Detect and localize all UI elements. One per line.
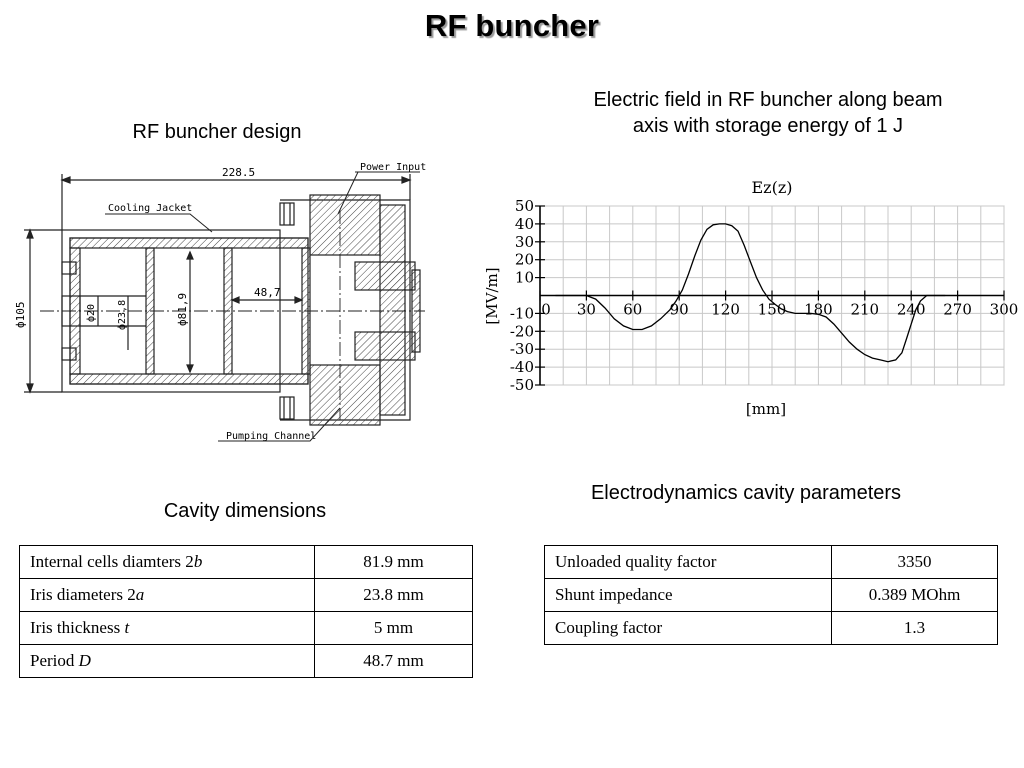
y-tick-label: -30 <box>510 340 534 358</box>
chart-series <box>555 223 946 363</box>
y-tick-label: 10 <box>515 269 534 287</box>
x-tick-label: 150 <box>758 301 787 319</box>
y-tick-label: 30 <box>515 233 534 251</box>
y-tick-label: -20 <box>510 322 534 340</box>
field-plot-caption-line1: Electric field in RF buncher along beam <box>593 89 943 111</box>
y-tick-label: 40 <box>515 215 534 233</box>
table-cell-value: 48.7 mm <box>314 644 473 678</box>
x-tick-label: 180 <box>804 301 833 319</box>
table-cell-value: 3350 <box>831 545 998 579</box>
x-tick-label: 270 <box>943 301 972 319</box>
power-input-label: Power Input <box>360 162 426 173</box>
x-tick-label: 0 <box>541 301 551 319</box>
field-plot-caption: Electric field in RF buncher along beam … <box>556 87 980 139</box>
table-cell-label: Unloaded quality factor <box>544 545 832 579</box>
period-label: 48,7 <box>254 286 281 299</box>
table-row: Unloaded quality factor 3350 <box>544 545 998 579</box>
parameters-caption: Electrodynamics cavity parameters <box>590 482 902 504</box>
table-cell-value: 81.9 mm <box>314 545 473 579</box>
table-cell-label: Coupling factor <box>544 611 832 645</box>
table-cell-label: Iris thickness t <box>19 611 315 645</box>
table-row: Iris thickness t 5 mm <box>19 611 473 645</box>
pumping-channel-label: Pumping Channel <box>226 431 316 442</box>
chart-title: Ez(z) <box>751 178 792 197</box>
table-cell-label: Iris diameters 2a <box>19 578 315 612</box>
y-tick-label: 20 <box>515 251 534 269</box>
cavity-parameters-table: Unloaded quality factor 3350 Shunt imped… <box>544 545 998 645</box>
table-row: Iris diameters 2a 23.8 mm <box>19 578 473 612</box>
field-plot-caption-line2: axis with storage energy of 1 J <box>632 115 904 137</box>
cell-diameter-label: ф81,9 <box>176 293 189 326</box>
x-tick-label: 240 <box>897 301 926 319</box>
iris-diameter-label: ф23,8 <box>116 300 128 330</box>
y-tick-label: -50 <box>510 376 534 394</box>
x-tick-label: 90 <box>670 301 689 319</box>
table-cell-label: Period D <box>19 644 315 678</box>
table-cell-value: 23.8 mm <box>314 578 473 612</box>
dimensions-caption: Cavity dimensions <box>163 500 327 522</box>
bore-diameter-label: ф20 <box>85 304 97 322</box>
chart-xlabel: [mm] <box>746 400 786 418</box>
x-tick-label: 120 <box>711 301 740 319</box>
table-row: Shunt impedance 0.389 MOhm <box>544 578 998 612</box>
y-tick-label: -40 <box>510 358 534 376</box>
table-cell-value: 1.3 <box>831 611 998 645</box>
cavity-dimensions-table: Internal cells diamters 2b 81.9 mm Iris … <box>19 545 473 678</box>
table-cell-value: 0.389 MOhm <box>831 578 998 612</box>
ez-field-line <box>555 223 946 363</box>
table-cell-label: Internal cells diamters 2b <box>19 545 315 579</box>
table-row: Internal cells diamters 2b 81.9 mm <box>19 545 473 579</box>
buncher-design-drawing: 228.5 Power Input Cooling Jacket Pumping… <box>14 162 426 442</box>
overall-length-label: 228.5 <box>222 166 255 179</box>
cooling-jacket-label: Cooling Jacket <box>108 203 192 214</box>
table-row: Period D 48.7 mm <box>19 644 473 678</box>
table-cell-label: Shunt impedance <box>544 578 832 612</box>
table-cell-value: 5 mm <box>314 611 473 645</box>
x-tick-label: 210 <box>850 301 879 319</box>
y-tick-label: -10 <box>510 304 534 322</box>
chart-ylabel: [MV/m] <box>483 267 501 324</box>
outer-diameter-label: ф105 <box>14 302 27 329</box>
design-caption: RF buncher design <box>132 121 302 143</box>
y-tick-label: 50 <box>515 197 534 215</box>
x-tick-label: 30 <box>577 301 596 319</box>
table-row: Coupling factor 1.3 <box>544 611 998 645</box>
x-tick-label: 300 <box>990 301 1019 319</box>
x-tick-label: 60 <box>623 301 642 319</box>
page-title: RF buncher <box>424 8 600 43</box>
